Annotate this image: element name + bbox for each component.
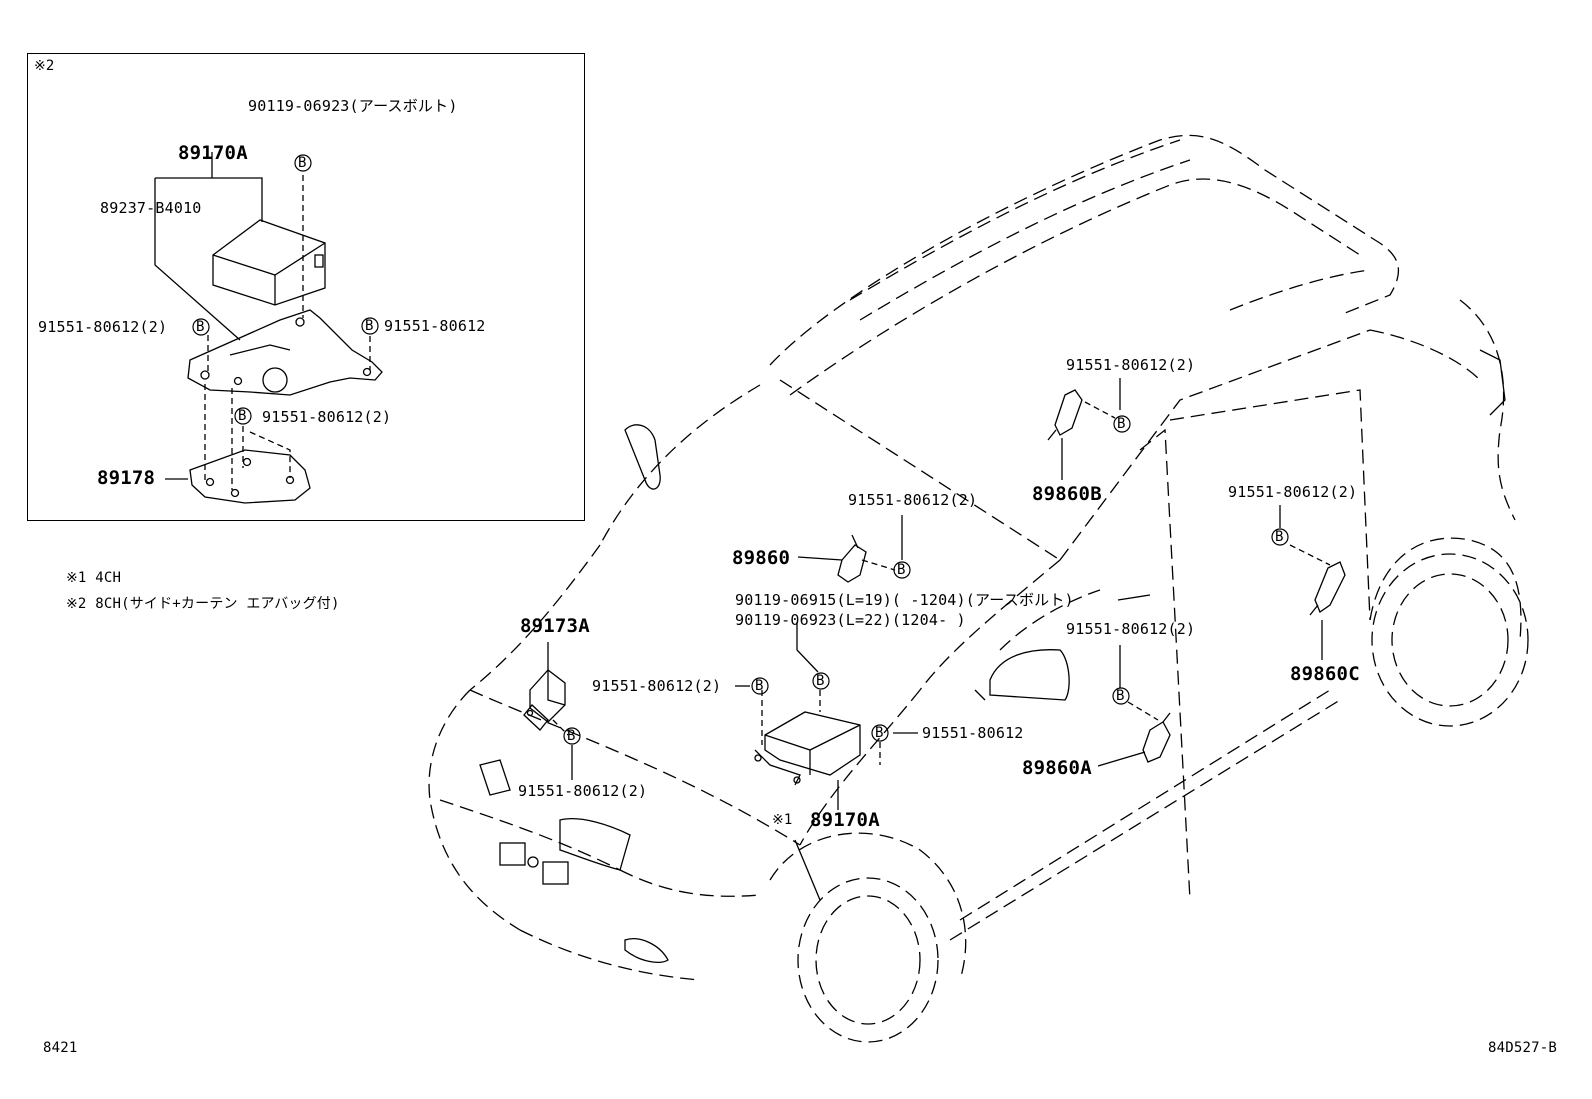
bolt-symbol: B [875,725,884,741]
side-sensor-c-label: 89860C [1290,663,1360,685]
inset-leaders [154,152,263,480]
bolt-symbol: B [816,673,825,689]
earth-bolt-1-label: 90119-06915(L=19)( -1204)(アースボルト) [735,591,1074,609]
bolt-symbol: B [298,155,307,171]
bolt-symbol: B [755,678,764,694]
bolt-symbol: B [238,408,247,424]
main-leaders [547,378,1323,901]
ecu-bolt-left-label: 91551-80612(2) [592,677,722,695]
front-sensor-89173a [523,669,566,731]
inset-bolt-right-label: 91551-80612 [384,317,486,335]
ecu-89170a [754,711,861,786]
bolt-symbol: B [365,318,374,334]
bolt-symbol: B [1117,416,1126,432]
ecu-marker: ※1 [772,812,793,828]
front-sensor-label: 89173A [520,615,590,637]
bolt-symbol: B [1116,688,1125,704]
inset-unit-label: 89170A [178,142,248,164]
bolt-symbol: B [1275,529,1284,545]
inset-ecu [212,219,326,306]
center-sensor-label: 89860 [732,547,791,569]
vehicle-outline [428,134,1529,1043]
inset-bracket-label: 89178 [97,467,156,489]
side-sensor-a-label: 89860A [1022,757,1092,779]
inset-marker: ※2 [34,58,55,74]
bolt-symbol: B [567,728,576,744]
bolt-symbols [192,154,1289,745]
inset-earth-bolt-label: 90119-06923(アースボルト) [248,97,458,115]
note-2: ※2 8CH(サイド+カーテン エアバッグ付) [66,596,340,612]
footer-left-code: 8421 [43,1040,78,1056]
bolt-symbol: B [196,319,205,335]
inset-bracket-upper [187,309,383,396]
ecu-label: 89170A [810,809,880,831]
ecu-bolt-right-label: 91551-80612 [922,724,1024,742]
bolt-symbol: B [897,562,906,578]
inset-bolt-left-label: 91551-80612(2) [38,318,168,336]
center-sensor-89860 [837,534,867,583]
side-sensor-c-bolt-label: 91551-80612(2) [1228,483,1358,501]
footer-right-code: 84D527-B [1488,1040,1558,1056]
vehicle-details [479,349,1506,963]
side-sensor-89860c [1309,561,1346,616]
inset-bolt-lower-label: 91551-80612(2) [262,408,392,426]
side-sensor-89860b [1047,389,1083,441]
inset-dashed-leaders [204,175,371,490]
side-sensor-b-label: 89860B [1032,483,1102,505]
main-dashed-leaders [552,401,1331,765]
inset-box [27,53,585,521]
inset-sub-part-label: 89237-B4010 [100,199,202,217]
side-sensor-b-bolt-label: 91551-80612(2) [1066,356,1196,374]
center-sensor-bolt-label: 91551-80612(2) [848,491,978,509]
side-sensor-89860a [1142,712,1171,763]
side-sensor-a-bolt-label: 91551-80612(2) [1066,620,1196,638]
earth-bolt-2-label: 90119-06923(L=22)(1204- ) [735,611,966,629]
front-sensor-bolt-label: 91551-80612(2) [518,782,648,800]
note-1: ※1 4CH [66,570,122,586]
